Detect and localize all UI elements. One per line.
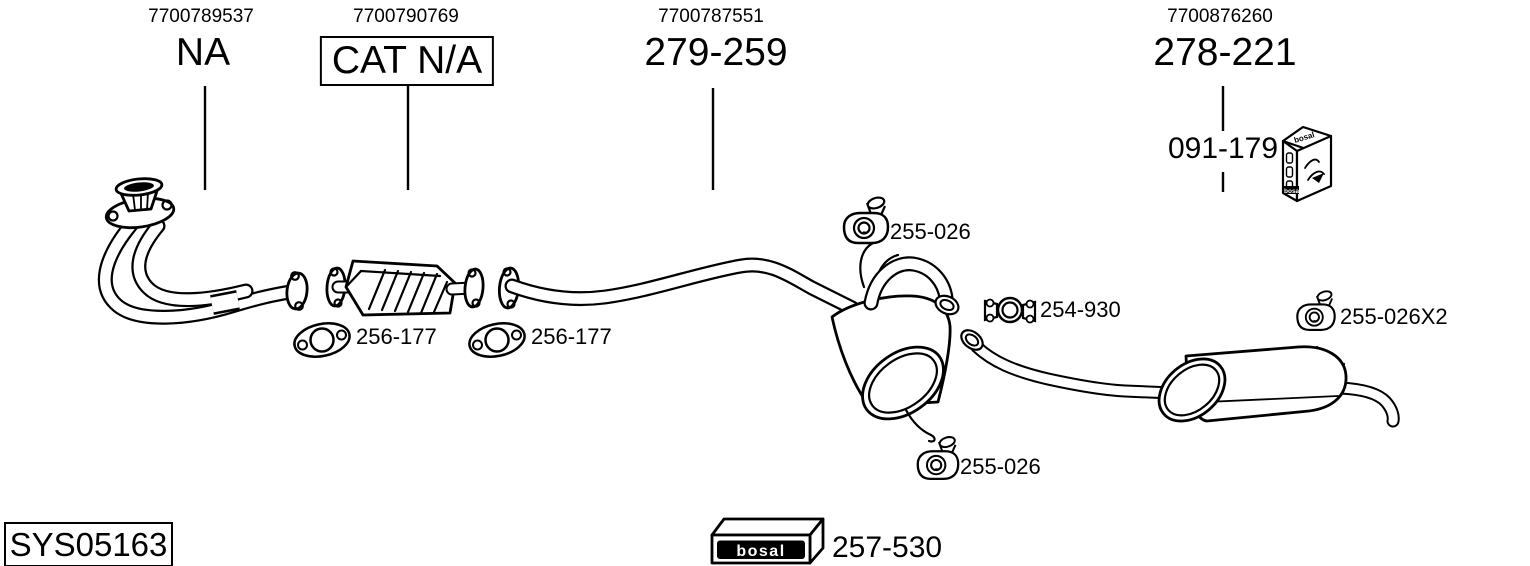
catalytic-converter: [325, 259, 485, 317]
bosal-mounting-kit-icon: bosal: [710, 517, 825, 565]
hanger-wire: [859, 241, 875, 289]
oe-number-4: 7700876260: [1167, 6, 1273, 27]
gasket-icon: [290, 317, 354, 363]
center-muffler: [830, 241, 960, 443]
bosal-logo-text: bosal: [736, 543, 785, 560]
oe-number-3: 7700787551: [658, 6, 764, 27]
rear-pipe: [960, 329, 1179, 400]
system-code: SYS05163: [9, 525, 168, 563]
callout-gasket-front: 256-177: [356, 324, 437, 349]
part-label-center: 279-259: [644, 31, 788, 74]
callout-gasket-center: 256-177: [531, 324, 612, 349]
part-label-na: NA: [175, 31, 231, 74]
oe-number-1: 7700789537: [148, 6, 254, 27]
fitting-kit-number: 091-179: [1167, 132, 1279, 165]
pipe-clamp-icon: [983, 296, 1037, 324]
leader-lines: [203, 86, 1225, 192]
rear-muffler: [1157, 345, 1400, 428]
part-label-cat: CAT N/A: [319, 36, 495, 86]
part-label-rear: 278-221: [1153, 31, 1297, 74]
bosal-logo-text: bosal: [1284, 188, 1301, 195]
oe-number-2: 7700790769: [353, 6, 459, 27]
center-pipe: [497, 257, 860, 316]
hanger-wire: [904, 408, 936, 443]
front-downpipe: [97, 177, 309, 325]
gasket-icon: [465, 317, 529, 363]
mounting-kit-number: 257-530: [832, 531, 943, 564]
system-code-box: SYS05163: [4, 522, 173, 566]
callout-clamp: 254-930: [1040, 297, 1121, 322]
callout-hanger-bottom: 255-026: [960, 454, 1041, 479]
rubber-hanger-icon: [916, 434, 960, 481]
callout-hanger-top: 255-026: [890, 219, 971, 244]
rubber-hanger-icon: [842, 194, 890, 245]
rubber-hanger-icon: [1296, 288, 1336, 331]
callout-hanger-rear: 255-026X2: [1340, 304, 1448, 329]
bosal-kit-box-icon: bosal bosal: [1281, 125, 1333, 203]
